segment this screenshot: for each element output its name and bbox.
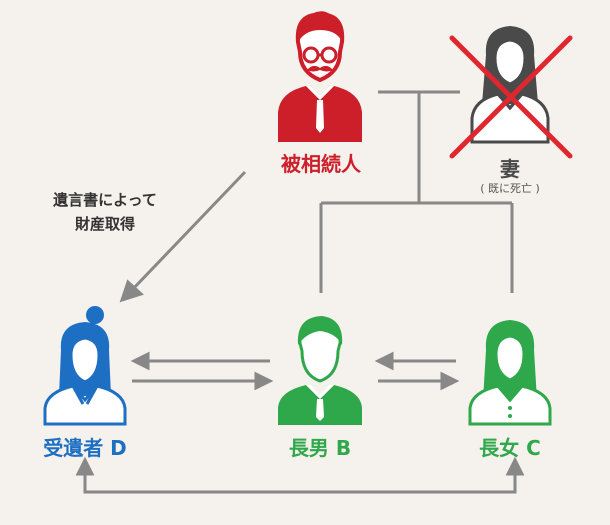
arrow-son-to-daughter [378, 371, 460, 391]
arrow-son-to-legatee [130, 351, 270, 371]
legatee-icon [43, 306, 127, 426]
family-tree-lines [319, 90, 514, 293]
will-note-line-2: 財産取得 [74, 215, 135, 233]
decedent-label: 被相続人 [281, 152, 361, 176]
will-note-line-1: 遺言書によって [53, 191, 157, 209]
spouse-label: 妻 [500, 157, 520, 181]
son-icon [278, 316, 362, 425]
arrow-legatee-to-son [132, 371, 274, 391]
son-label: 長男 B [288, 436, 352, 460]
deceased-x-mark [449, 35, 573, 159]
spouse-deceased-note: ( 既に死亡 ) [480, 182, 540, 195]
will-note: 遺言書によって 財産取得 [30, 188, 180, 236]
arrow-bottom-loop [75, 456, 525, 494]
bequest-arrow [119, 170, 247, 303]
legatee-label: 受遺者 D [43, 436, 127, 460]
daughter-icon [468, 320, 552, 426]
decedent-icon [278, 11, 362, 142]
daughter-label: 長女 C [479, 436, 541, 460]
arrow-daughter-to-son [374, 351, 456, 371]
